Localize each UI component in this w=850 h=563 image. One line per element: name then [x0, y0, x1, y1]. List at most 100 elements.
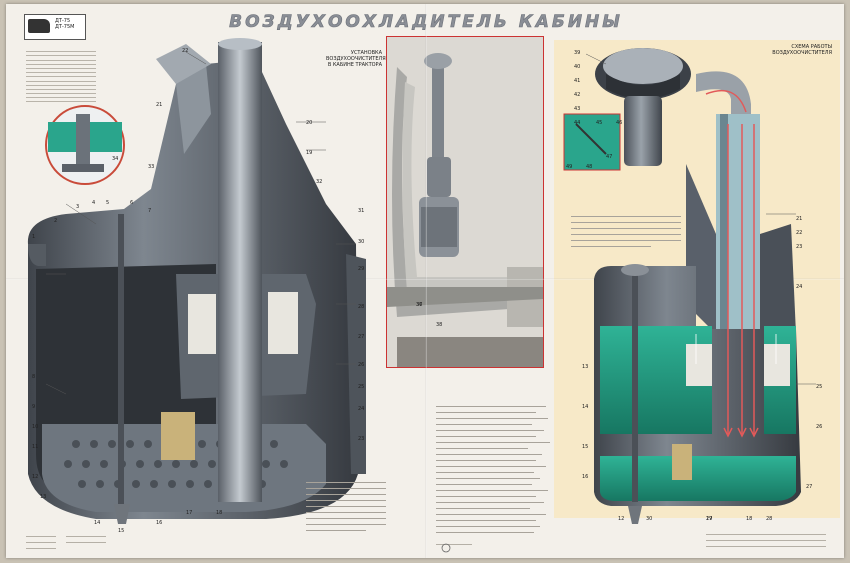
callout-number: 16 [582, 474, 589, 480]
callout-number: 36 [416, 302, 423, 308]
filter-element-right [268, 292, 298, 354]
scheme-caption: СХЕМА РАБОТЫ ВОЗДУХООЧИСТИТЕЛЯ [772, 44, 832, 56]
callout-number: 28 [766, 516, 773, 522]
scheme-float [672, 444, 692, 480]
callout-number: 18 [216, 510, 223, 516]
callout-number: 28 [358, 304, 365, 310]
callout-number: 26 [358, 362, 365, 368]
callout-number: 44 [574, 120, 581, 126]
callout-number: 21 [156, 102, 163, 108]
water-upper-left [600, 326, 712, 434]
callout-number: 39 [574, 50, 581, 56]
callout-number: 32 [316, 179, 323, 185]
callout-number: 15 [118, 528, 125, 534]
cutaway-drawing [26, 38, 826, 553]
logo-code: ДТ-75 ДТ-75М [55, 18, 75, 30]
callout-number: 17 [706, 516, 713, 522]
fold-line-horizontal [6, 278, 844, 280]
callout-number: 2 [54, 218, 58, 224]
callout-number: 24 [358, 406, 365, 412]
callout-number: 41 [574, 78, 581, 84]
callout-number: 3 [76, 204, 80, 210]
fold-line-vertical [425, 4, 427, 558]
callout-number: 1 [32, 234, 36, 240]
callout-number: 18 [746, 516, 753, 522]
installation-illustration [386, 36, 544, 368]
callout-number: 4 [92, 200, 96, 206]
callout-number: 13 [40, 494, 47, 500]
callout-number: 11 [32, 444, 39, 450]
publisher-mark [441, 543, 451, 553]
callout-number: 43 [574, 106, 581, 112]
poster-title: ВОЗДУХООХЛАДИТЕЛЬ КАБИНЫ [229, 12, 623, 33]
callout-number: 16 [156, 520, 163, 526]
callout-number: 5 [106, 200, 110, 206]
callout-number: 9 [32, 404, 36, 410]
callout-number: 24 [796, 284, 803, 290]
callout-number: 31 [358, 208, 365, 214]
tractor-logo: ДТ-75 ДТ-75М [24, 14, 86, 40]
scheme-filter-right [764, 344, 790, 386]
callout-number: 22 [796, 230, 803, 236]
bracket [156, 44, 211, 84]
callout-number: 7 [148, 208, 152, 214]
callout-number: 14 [94, 520, 101, 526]
legend-text-middle [436, 406, 550, 533]
inset-detail [45, 105, 125, 185]
outlet-elbow [696, 71, 751, 114]
callout-number: 49 [566, 164, 573, 170]
airflow-arrows [705, 89, 759, 438]
description-text-right [571, 216, 681, 247]
callout-number: 27 [806, 484, 813, 490]
callout-number: 33 [148, 164, 155, 170]
callout-number: 8 [32, 374, 36, 380]
description-text-left [306, 482, 386, 531]
callout-number: 45 [596, 120, 603, 126]
tractor-icon [28, 19, 50, 33]
air-cleaner-cutaway [27, 38, 366, 524]
callout-number: 29 [706, 516, 713, 522]
fan-motor [624, 96, 662, 166]
callout-number: 48 [586, 164, 593, 170]
callout-number: 17 [186, 510, 193, 516]
callout-number: 25 [358, 384, 365, 390]
callout-number: 46 [616, 120, 623, 126]
level-rod [118, 214, 124, 504]
poster-sheet: ДТ-75 ДТ-75М ВОЗДУХООХЛАДИТЕЛЬ КАБИНЫ УС… [6, 4, 844, 558]
callout-number: 30 [646, 516, 653, 522]
filter-element-left [188, 294, 216, 354]
callout-number: 37 [416, 302, 423, 308]
callout-number: 38 [436, 322, 443, 328]
callout-number: 22 [182, 48, 189, 54]
callout-number: 47 [606, 154, 613, 160]
callout-number: 25 [816, 384, 823, 390]
callout-number: 13 [582, 364, 589, 370]
callout-number: 14 [582, 404, 589, 410]
cab-installation-drawing [387, 37, 543, 367]
drain-valve [114, 504, 130, 524]
footer-imprint [26, 534, 826, 549]
callout-leaders [45, 51, 816, 395]
callout-number: 21 [796, 216, 803, 222]
callout-number: 29 [358, 266, 365, 272]
scheme-drawing [563, 48, 801, 524]
callout-number: 34 [112, 156, 119, 162]
float-chamber [161, 412, 195, 460]
callout-number: 23 [358, 436, 365, 442]
legend-list [26, 48, 96, 106]
callout-number: 20 [306, 120, 313, 126]
callout-number: 15 [582, 444, 589, 450]
water-bottom [600, 456, 796, 501]
callout-number: 19 [306, 150, 313, 156]
callout-number: 42 [574, 92, 581, 98]
callout-number: 23 [796, 244, 803, 250]
callout-number: 12 [618, 516, 625, 522]
callout-number: 40 [574, 64, 581, 70]
scheme-filter-left [686, 344, 712, 386]
callout-number: 30 [358, 239, 365, 245]
callout-number: 10 [32, 424, 39, 430]
callout-number: 27 [358, 334, 365, 340]
callout-number: 6 [130, 200, 134, 206]
callout-number: 26 [816, 424, 823, 430]
callout-number: 12 [32, 474, 39, 480]
